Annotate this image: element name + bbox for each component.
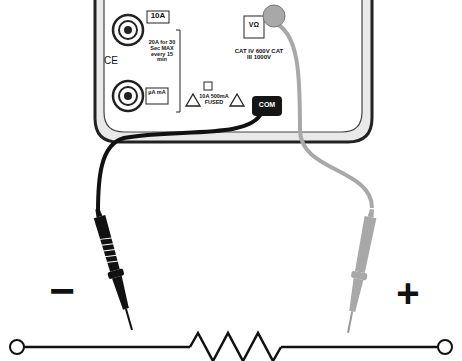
jack: [113, 81, 143, 111]
double-insulation-symbol: [204, 82, 212, 90]
jack: [119, 21, 137, 39]
resistor-circuit: [10, 333, 452, 361]
category-rating: CAT IV 600V CAT III 1000V: [232, 48, 286, 61]
polarity-sign: −: [42, 268, 82, 314]
jack-label-box: [146, 88, 168, 104]
meter-housing: [95, 0, 372, 142]
fuse-rating: 10A 500mA FUSED: [199, 94, 229, 106]
black-test-lead: [98, 112, 262, 212]
grey-probe: [340, 208, 380, 335]
jack: [124, 26, 132, 34]
jack-label: VΩ: [245, 21, 263, 28]
jack-label: 10A: [148, 12, 168, 20]
warning-triangle: [186, 94, 200, 106]
meter-panel: [104, 0, 362, 132]
warning-triangle: [230, 94, 244, 106]
grey-test-lead: [272, 22, 372, 208]
jack: [124, 92, 132, 100]
v-plug: [263, 5, 285, 27]
jack-label-box: [147, 11, 169, 23]
jack-label-box: [244, 16, 264, 38]
jack: [119, 87, 137, 105]
jack-label: COM: [253, 101, 281, 108]
bracket: [176, 30, 180, 112]
polarity-sign: +: [388, 272, 428, 314]
ce-mark: CE: [101, 56, 121, 67]
fuse-note: 20A for 30 Sec MAX every 15 min: [148, 40, 176, 63]
com-plug: [252, 96, 282, 116]
jack-label: µA mA: [147, 90, 167, 96]
black-probe: [90, 207, 140, 333]
jack: [113, 15, 143, 45]
